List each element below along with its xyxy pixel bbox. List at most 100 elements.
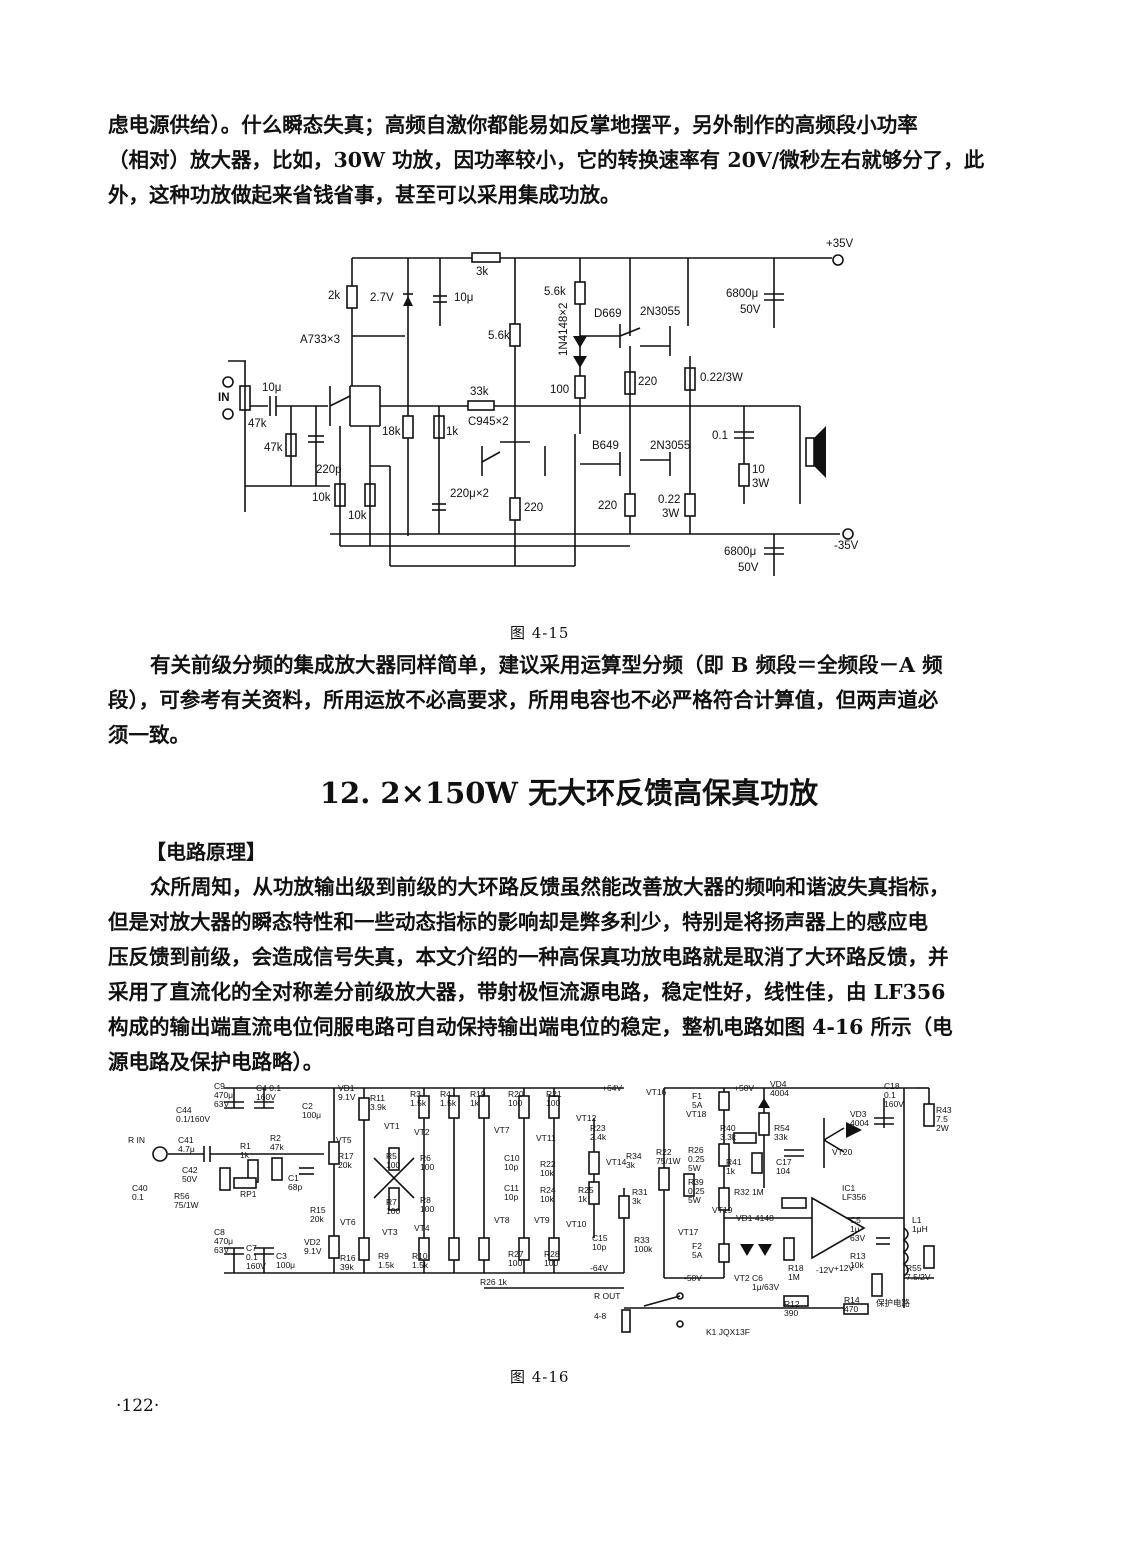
label: VT11 bbox=[536, 1133, 556, 1143]
page-number: ·122· bbox=[116, 1396, 160, 1416]
label: R33 100k bbox=[634, 1235, 653, 1254]
figure-4-15-schematic bbox=[222, 252, 854, 576]
label: VT2 bbox=[414, 1127, 430, 1137]
label: VD1 9.1V bbox=[338, 1083, 356, 1102]
label: R2 47k bbox=[270, 1133, 284, 1152]
label: F2 5A bbox=[692, 1241, 703, 1260]
label: R3 1.5k bbox=[410, 1089, 427, 1108]
label: VD3 4004 bbox=[850, 1109, 869, 1128]
label: C945×2 bbox=[468, 416, 509, 428]
label: 5.6k bbox=[488, 330, 510, 342]
label: A733×3 bbox=[300, 334, 340, 346]
label: VT19 bbox=[712, 1205, 733, 1215]
label: C9 470μ 63V bbox=[214, 1081, 234, 1109]
label: 2k bbox=[328, 290, 341, 302]
label: C42 50V bbox=[182, 1165, 198, 1184]
label: R28 100 bbox=[544, 1249, 560, 1268]
label: C6 1μ/63V bbox=[752, 1273, 780, 1292]
label: C4 0.1 160V bbox=[256, 1083, 282, 1102]
paragraph-line: 众所周知，从功放输出级到前级的大环路反馈虽然能改善放大器的频响和谐波失真指标， bbox=[150, 875, 950, 899]
paragraph-line: 虑电源供给）。什么瞬态失真；高频自激你都能易如反掌地摆平，另外制作的高频段小功率 bbox=[108, 113, 918, 137]
label: 0.22 bbox=[658, 494, 681, 506]
label: R24 10k bbox=[540, 1185, 556, 1204]
label: R15 20k bbox=[310, 1205, 326, 1224]
label: 3W bbox=[662, 508, 680, 520]
label: R IN bbox=[128, 1135, 145, 1145]
label: F1 5A bbox=[692, 1091, 703, 1110]
label: C18 0.1 160V bbox=[884, 1081, 904, 1109]
label: 2N3055 bbox=[640, 306, 681, 318]
label: -35V bbox=[834, 540, 859, 552]
label: 6800μ bbox=[724, 546, 757, 558]
label: -64V bbox=[590, 1263, 608, 1273]
label: VT14 bbox=[606, 1157, 627, 1167]
label: R22 75/1W bbox=[656, 1147, 681, 1166]
label: C1 68p bbox=[288, 1173, 303, 1192]
label: 1k bbox=[446, 426, 459, 438]
label: R19 1k bbox=[470, 1089, 486, 1108]
paragraph-3: 众所周知，从功放输出级到前级的大环路反馈虽然能改善放大器的频响和谐波失真指标， … bbox=[108, 870, 988, 1080]
label: R17 20k bbox=[338, 1151, 354, 1170]
label: +64V bbox=[602, 1083, 623, 1093]
label: 1N4148×2 bbox=[558, 302, 570, 356]
label: C3 100μ bbox=[276, 1251, 296, 1270]
label: C40 0.1 bbox=[132, 1183, 148, 1202]
label: 47k bbox=[264, 442, 283, 454]
label: VT9 bbox=[534, 1215, 550, 1225]
label: VT16 bbox=[646, 1087, 667, 1097]
label: R55 7.5/2V bbox=[906, 1263, 931, 1282]
paragraph-line: 有关前级分频的集成放大器同样简单，建议采用运算型分频（即 B 频段＝全频段－A … bbox=[150, 653, 943, 677]
label: R5 100 bbox=[386, 1151, 401, 1170]
label: 保护电路 bbox=[876, 1299, 911, 1309]
label: C10 10p bbox=[504, 1153, 520, 1172]
label: R20 100 bbox=[508, 1089, 524, 1108]
label: 2N3055 bbox=[650, 440, 691, 452]
label: R18 1M bbox=[788, 1263, 804, 1282]
label: IC1 LF356 bbox=[842, 1183, 867, 1202]
label: C7 0.1 160V bbox=[246, 1243, 266, 1271]
label: D669 bbox=[594, 308, 622, 320]
label: R OUT bbox=[594, 1291, 621, 1301]
label: +35V bbox=[826, 238, 854, 250]
label: R31 3k bbox=[632, 1187, 648, 1206]
label: VT8 bbox=[494, 1215, 510, 1225]
label: R11 3.9k bbox=[370, 1093, 387, 1112]
label: -12V bbox=[816, 1265, 834, 1275]
label: 220p bbox=[316, 464, 342, 476]
label: 4-8 bbox=[594, 1311, 607, 1321]
label: R39 0.25 5W bbox=[688, 1177, 705, 1205]
subheading: 【电路原理】 bbox=[146, 840, 266, 864]
paragraph-line: 构成的输出端直流电位伺服电路可自动保持输出端电位的稳定，整机电路如图 4-16 … bbox=[108, 1015, 953, 1039]
label: B649 bbox=[592, 440, 619, 452]
label: 220 bbox=[638, 376, 658, 388]
label: VT6 bbox=[340, 1217, 356, 1227]
label: VT1 bbox=[384, 1121, 400, 1131]
label: 0.1 bbox=[712, 430, 728, 442]
label: 50V bbox=[738, 562, 759, 574]
label: 50V bbox=[740, 304, 761, 316]
label: K1 JQX13F bbox=[706, 1327, 750, 1337]
label: C11 10p bbox=[504, 1183, 519, 1202]
label: R27 100 bbox=[508, 1249, 524, 1268]
label: IN bbox=[218, 392, 230, 404]
label: +12V bbox=[834, 1263, 855, 1273]
label: R8 100 bbox=[420, 1195, 435, 1214]
figure-4-15-labels: +35V -35V 3k 2k 2.7V 10μ 5.6k 5.6k A733×… bbox=[200, 236, 880, 586]
paragraph-1: 虑电源供给）。什么瞬态失真；高频自激你都能易如反掌地摆平，另外制作的高频段小功率… bbox=[108, 108, 988, 213]
label: R25 1k bbox=[578, 1185, 594, 1204]
label: R1 1k bbox=[240, 1141, 251, 1160]
label: R7 100 bbox=[386, 1197, 401, 1216]
label: VT20 bbox=[832, 1147, 853, 1157]
label: R23 2.4k bbox=[590, 1123, 607, 1142]
label: C5 1μ 63V bbox=[850, 1215, 866, 1243]
paragraph-line: 源电路及保护电路略）。 bbox=[108, 1050, 324, 1074]
section-heading: 12. 2×150W 无大环反馈高保真功放 bbox=[319, 776, 819, 810]
label: C17 104 bbox=[776, 1157, 792, 1176]
label: C2 100μ bbox=[302, 1101, 322, 1120]
label: VD4 4004 bbox=[770, 1079, 789, 1098]
label: R56 75/1W bbox=[174, 1191, 199, 1210]
label: 5.6k bbox=[544, 286, 566, 298]
label: +50V bbox=[734, 1083, 755, 1093]
figure-4-16-schematic bbox=[152, 1087, 935, 1333]
label: R13 10k bbox=[850, 1251, 866, 1270]
